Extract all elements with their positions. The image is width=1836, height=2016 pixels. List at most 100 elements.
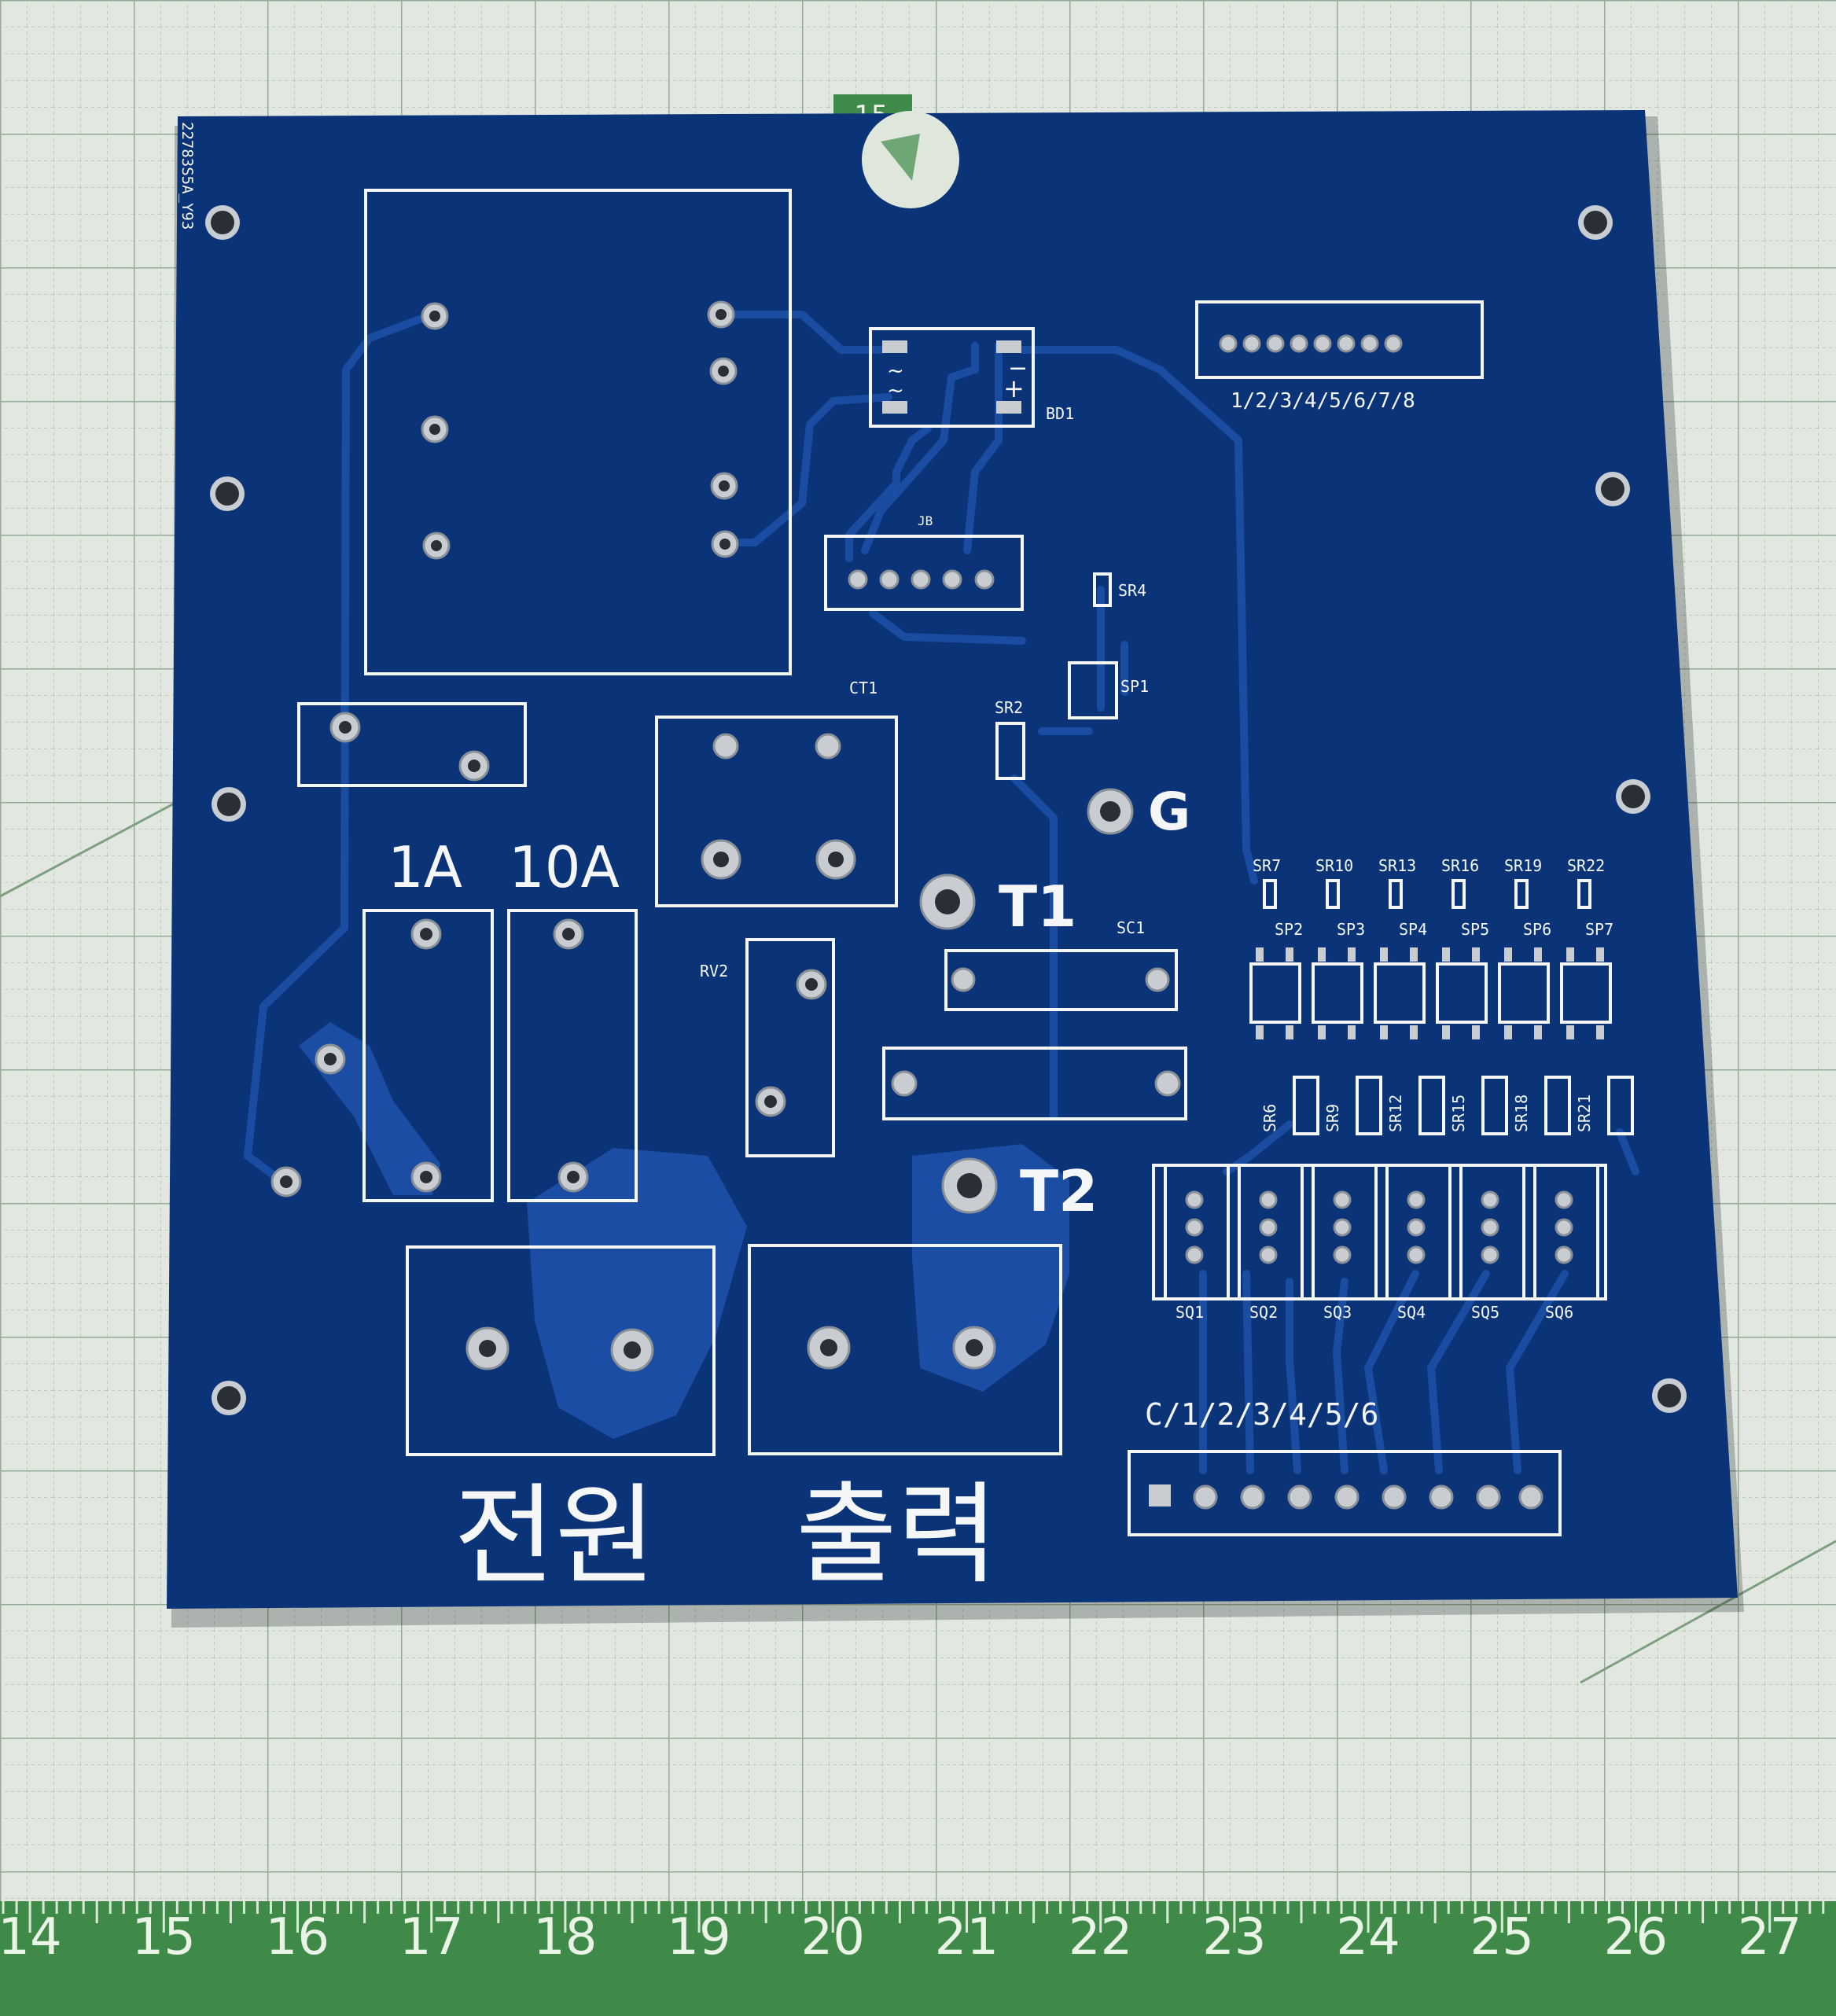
ruler-number: 22 [1069,1908,1132,1966]
bd1-bridge-rectifier: ~ ~ − + BD1 [869,327,1074,428]
sp-body [1436,962,1488,1024]
sr-bottom-pad [1481,1076,1508,1135]
sp-pin [1318,947,1326,962]
ruler-ticks [2,1901,1825,1933]
mat-diagonal-line-2 [1580,1540,1836,1684]
sr-top-pad [1326,879,1340,909]
sp-pin [1256,947,1264,962]
sr-bottom-label: SR9 [1323,1104,1342,1132]
sp-pin [1534,1025,1542,1039]
sr4-label: SR4 [1118,581,1146,600]
sr-top-pad [1389,879,1403,909]
header-bottom: C/1/2/3/4/5/6 [1128,1397,1562,1536]
sr-bottom-label: SR15 [1449,1094,1468,1132]
sp-pin [1380,1025,1388,1039]
sq-label: SQ1 [1176,1303,1204,1322]
ruler-number: 17 [399,1908,463,1966]
sr-top-pad [1263,879,1277,909]
sq-label: SQ2 [1249,1303,1278,1322]
board-id-text: 22783S5A_Y93 [178,122,196,230]
sq-pad [1259,1190,1278,1209]
sp-body [1312,962,1363,1024]
header-top-8pin: 1/2/3/4/5/6/7/8 [1195,300,1484,413]
power-terminal-block [406,1245,716,1456]
sq-pad [1481,1218,1499,1237]
sp-pin [1286,947,1293,962]
sq-block-outline [1152,1164,1607,1300]
sq-pad [1407,1245,1426,1264]
sp-pin [1566,1025,1574,1039]
sr-bottom-pad [1607,1076,1634,1135]
bd1-minus-symbol: − [1008,355,1028,382]
ruler-number: 16 [266,1908,329,1966]
sp-pin [1256,1025,1264,1039]
sp-pin [1442,947,1450,962]
sp-body [1498,962,1550,1024]
copper-pour-left [527,1148,747,1439]
jb-label: JB [918,513,933,528]
sq-pad [1555,1190,1573,1209]
sr-top-label: SR16 [1441,856,1479,875]
sr-top-label: SR10 [1315,856,1353,875]
sq-pad [1333,1218,1352,1237]
header-top-label: 1/2/3/4/5/6/7/8 [1231,389,1415,413]
sp-label: SP6 [1523,920,1551,939]
rv2-label: RV2 [700,962,728,980]
bd1-ac-symbol: ~ [887,379,904,403]
ruler-number: 15 [131,1908,195,1966]
sq-pad [1481,1245,1499,1264]
bd1-label: BD1 [1046,404,1074,423]
sq-label: SQ4 [1397,1303,1426,1322]
sq-pad [1333,1190,1352,1209]
ruler-strip [0,1901,1836,2016]
ruler-number: 19 [667,1908,730,1966]
sp-label: SP7 [1585,920,1613,939]
rv2-varistor: RV2 [700,938,835,1157]
ruler-number: 25 [1470,1908,1533,1966]
sq-pad [1185,1245,1204,1264]
sr-bottom-pad [1544,1076,1571,1135]
sp-pin [1380,947,1388,962]
sp-pin [1286,1025,1293,1039]
header-bottom-label: C/1/2/3/4/5/6 [1145,1397,1378,1432]
bd1-ac-symbol: ~ [887,359,904,383]
sr-top-label: SR19 [1504,856,1542,875]
sp-body [1374,962,1426,1024]
sr-bottom-pad [1293,1076,1319,1135]
sp-body [1560,962,1612,1024]
sp-pin [1410,1025,1418,1039]
sp-pin [1318,1025,1326,1039]
sq-pad [1481,1190,1499,1209]
sp-pin [1348,1025,1356,1039]
ct1-footprint: CT1 [655,679,898,907]
sp-label: SP4 [1399,920,1427,939]
sq-pad [1185,1190,1204,1209]
sp-pin [1504,1025,1512,1039]
sp-pin [1534,947,1542,962]
ruler-number: 20 [800,1908,864,1966]
sr-top-pad [1577,879,1591,909]
ruler-number: 18 [533,1908,597,1966]
jb-connector: JB [824,513,1024,611]
sp-pin [1410,947,1418,962]
ct1-label: CT1 [849,679,878,697]
sp-pin [1596,947,1604,962]
ruler-number: 23 [1202,1908,1266,1966]
output-terminal-block [748,1244,1062,1455]
ruler-number: 14 [0,1908,62,1966]
sq-label: SQ3 [1323,1303,1352,1322]
sq-pad [1185,1218,1204,1237]
sq-pad [1555,1245,1573,1264]
transformer-footprint [364,189,792,675]
ruler-number: 24 [1336,1908,1400,1966]
ruler-number: 26 [1604,1908,1668,1966]
t1-label: T1 [999,874,1076,940]
sp-pin [1348,947,1356,962]
sq-pad [1555,1218,1573,1237]
sp-label: SP3 [1337,920,1365,939]
sq-pad [1259,1245,1278,1264]
ruler-number: 27 [1738,1908,1801,1966]
sr-top-label: SR13 [1378,856,1416,875]
